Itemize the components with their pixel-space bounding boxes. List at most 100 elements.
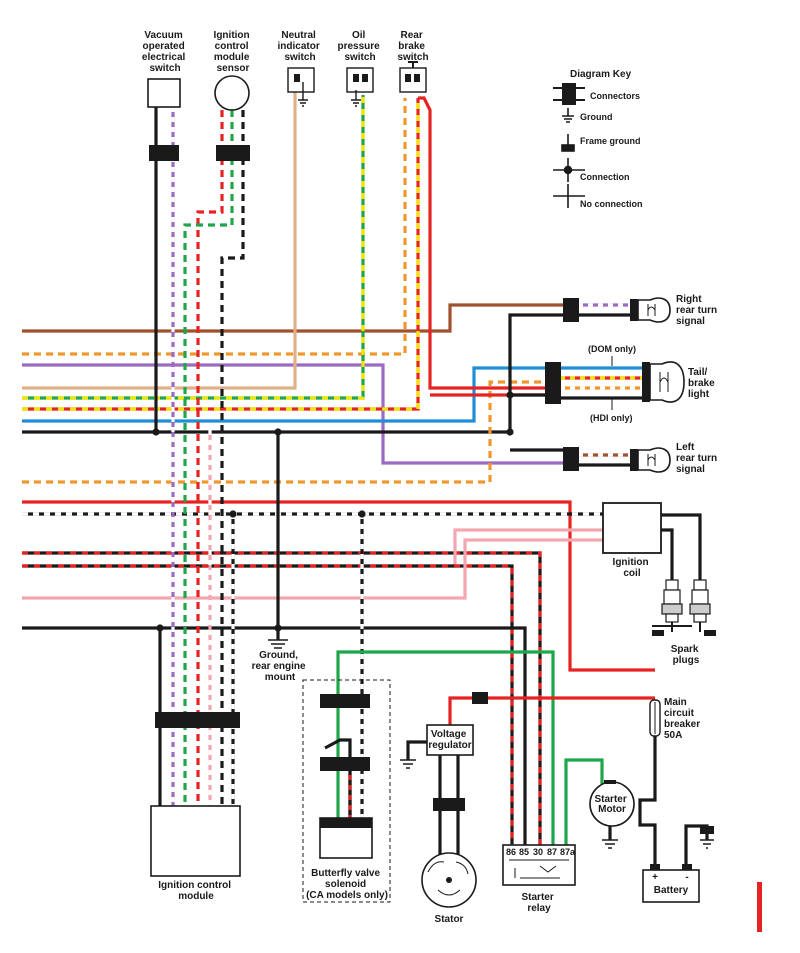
component-labels: Vacuum operated electrical switch Igniti…	[142, 30, 702, 925]
label-vacuum-switch: Vacuum operated electrical switch	[142, 30, 188, 74]
relay-pin-label: 86	[506, 847, 516, 857]
label-neutral-switch: Neutral indicator switch	[277, 30, 322, 63]
label-hdi-only: (HDI only)	[590, 413, 633, 423]
solenoid-dashed-box	[302, 679, 391, 903]
ignition-coil-body	[602, 502, 662, 554]
wire-coil-plug-2	[660, 513, 702, 580]
connector-solenoid-1	[320, 694, 370, 708]
key-frame-ground: Frame ground	[580, 136, 641, 146]
neutral-switch	[287, 67, 315, 107]
key-connection-icon	[553, 158, 585, 182]
battery-symbol	[642, 864, 700, 903]
starter-ground-symbol	[602, 839, 618, 849]
label-battery-minus: -	[685, 872, 688, 883]
wire-pink-1	[22, 528, 605, 568]
key-title: Diagram Key	[570, 69, 632, 80]
key-ground-icon	[562, 108, 574, 123]
wire-orange-lower	[22, 380, 548, 484]
ground-rear-mount-symbol	[268, 639, 288, 649]
connector-tail-bulb	[642, 362, 650, 402]
connector-regulator	[433, 798, 465, 811]
label-butterfly-solenoid: Butterfly valve solenoid (CA models only…	[306, 868, 388, 901]
junction-dot	[506, 391, 514, 399]
label-ground-mount: Ground, rear engine mount	[252, 650, 309, 683]
junction-dot	[358, 510, 366, 518]
solenoid-conn-top	[320, 818, 372, 828]
wire-orange-upper	[22, 98, 407, 356]
label-voltage-regulator: Voltage regulator	[428, 729, 471, 751]
wire-green-yellow-stripe	[22, 95, 365, 400]
connector-breaker-red	[472, 692, 488, 704]
main-breaker-symbol	[649, 699, 661, 737]
voltage-regulator-body	[426, 724, 474, 756]
wire-tan	[22, 92, 297, 390]
junction-dot	[274, 428, 282, 436]
wire-regulator-red	[448, 696, 472, 725]
connector-tail	[545, 362, 561, 404]
connector-solenoid-2	[320, 757, 370, 771]
label-right-turn: Right rear turn signal	[676, 294, 720, 327]
label-starter-relay: Starter relay	[521, 892, 556, 914]
connector-left-turn	[563, 447, 579, 471]
key-no-connection: No connection	[580, 199, 643, 209]
label-brake-switch: Rear brake switch	[397, 30, 428, 63]
label-stator: Stator	[435, 914, 464, 925]
left-turn-bulb	[637, 447, 671, 473]
spark-plug-right	[689, 579, 716, 636]
page-edge-marker	[757, 882, 762, 932]
starter-relay	[502, 844, 576, 886]
wire-breaker-black	[638, 735, 657, 870]
ignition-module-body	[150, 805, 241, 877]
junction-dots	[152, 391, 514, 632]
wire-red-main	[22, 500, 655, 672]
junction-dot	[152, 428, 160, 436]
diagram-key: Diagram Key Connectors Ground Frame grou…	[553, 69, 643, 209]
relay-pin-label: 87a	[560, 847, 576, 857]
wire-violet-upper	[22, 363, 570, 465]
junction-dot	[229, 510, 237, 518]
connector-right-bulb	[630, 299, 638, 321]
oil-switch	[346, 67, 374, 107]
relay-pin-label: 30	[533, 847, 543, 857]
wire-pink-2	[22, 538, 605, 600]
connector-right-turn	[563, 298, 579, 322]
junction-dot	[274, 624, 282, 632]
regulator-ground-symbol	[400, 759, 416, 769]
relay-pin-label: 87	[547, 847, 557, 857]
wire-black-ground	[22, 626, 527, 845]
battery-ground-symbol	[700, 839, 714, 849]
connector-left-bulb	[630, 449, 638, 471]
wire-coil-plug-1	[660, 528, 674, 580]
key-frame-ground-icon	[561, 134, 575, 152]
key-ground: Ground	[580, 112, 613, 122]
harness-wires	[22, 92, 655, 845]
top-wires	[154, 96, 555, 845]
label-oil-switch: Oil pressure switch	[337, 30, 382, 63]
label-battery-plus: +	[652, 872, 658, 883]
wire-red-yellow	[22, 98, 420, 411]
label-ignition-coil: Ignition coil	[613, 557, 652, 579]
connector-vacuum	[149, 145, 179, 161]
vacuum-switch-body	[147, 78, 181, 108]
coil-wires	[406, 513, 709, 870]
wire-brake-red	[418, 96, 548, 390]
connector-sensor	[216, 145, 250, 161]
junction-dot	[506, 428, 514, 436]
wire-solenoid-green	[336, 650, 555, 845]
spark-plug-left	[652, 579, 692, 636]
wire-black-red-stripe	[22, 564, 514, 845]
wire-sensor-black	[220, 110, 245, 810]
battery-ground-block	[700, 826, 714, 834]
label-ignition-module: Ignition control module	[158, 880, 234, 902]
label-spark-plugs: Spark plugs	[671, 644, 702, 666]
starter-motor-symbol	[589, 780, 635, 827]
right-turn-bulb	[637, 297, 671, 323]
connector-blocks	[149, 145, 650, 811]
label-starter-motor: Starter Motor	[594, 794, 629, 815]
wire-sensor-green	[183, 110, 234, 810]
lights-wires	[508, 303, 645, 467]
junction-dot	[156, 624, 164, 632]
wire-brown	[22, 303, 570, 333]
connector-module	[155, 712, 240, 728]
